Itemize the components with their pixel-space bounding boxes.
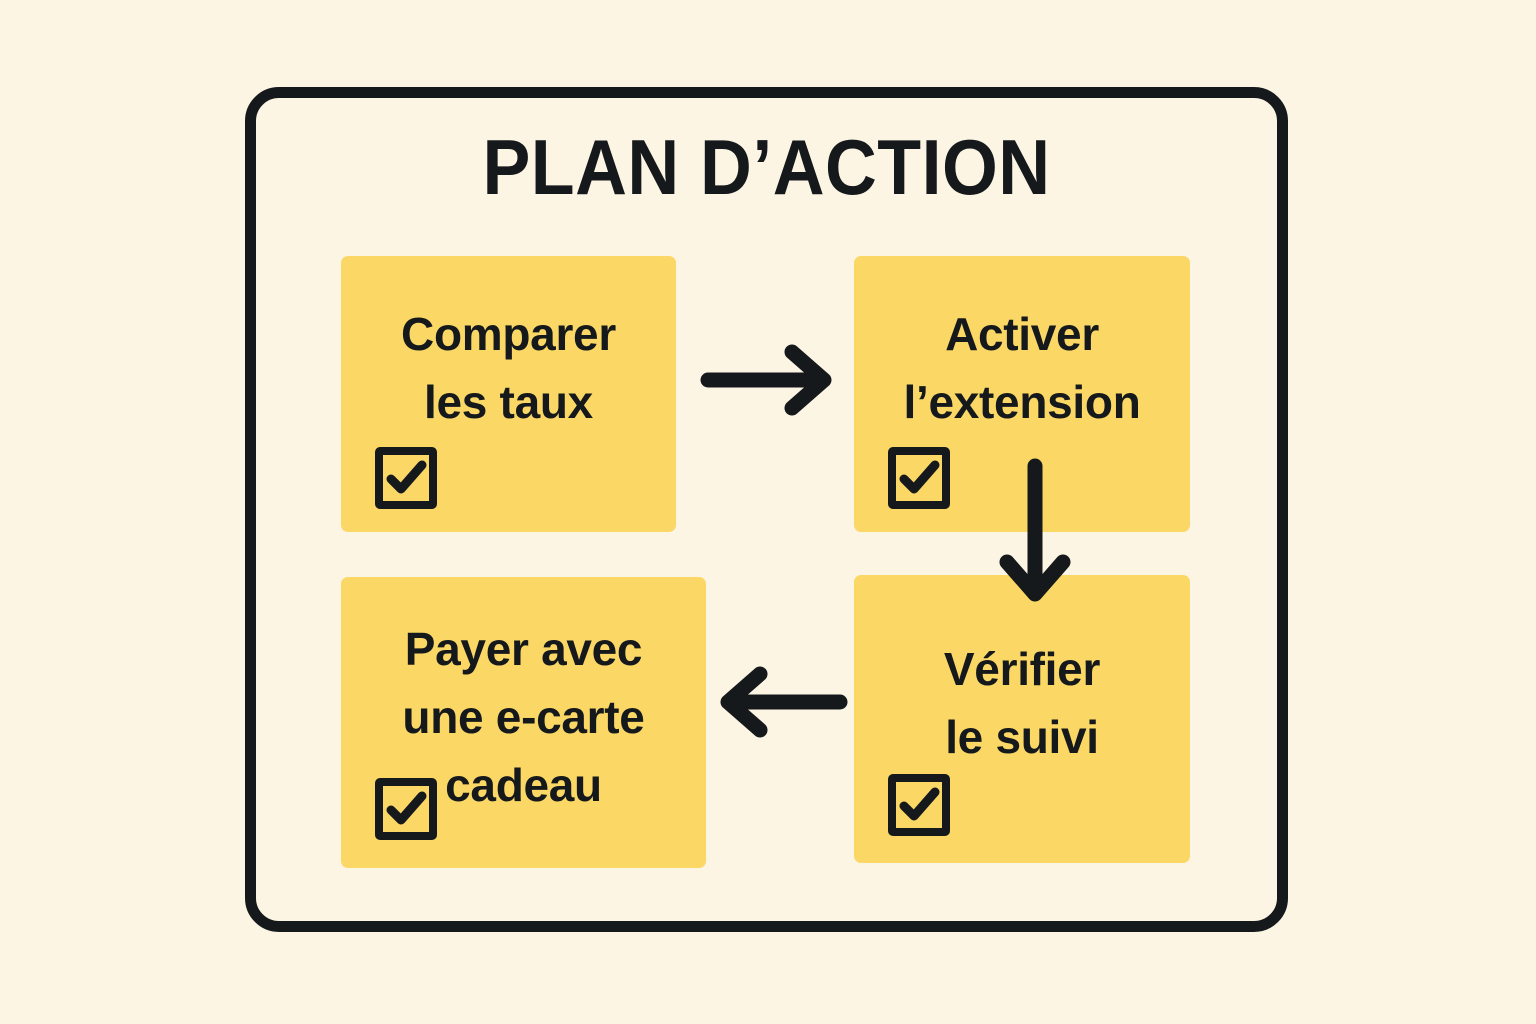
step-card-3[interactable]: Vérifier le suivi <box>854 575 1190 863</box>
page-title: PLAN D’ACTION <box>482 123 1051 211</box>
checkbox-checked-icon-4[interactable] <box>375 778 437 840</box>
step-card-2-line2: l’extension <box>903 376 1141 428</box>
step-card-4[interactable]: Payer avec une e-carte cadeau <box>341 577 706 868</box>
step-card-4-line3: cadeau <box>445 759 602 811</box>
arrow-down-icon <box>995 458 1075 608</box>
step-card-4-line2: une e-carte <box>402 691 645 743</box>
step-card-1-line1: Comparer <box>401 308 616 360</box>
checkbox-checked-icon-2[interactable] <box>888 447 950 509</box>
step-card-2[interactable]: Activer l’extension <box>854 256 1190 532</box>
step-card-1-line2: les taux <box>424 376 593 428</box>
checkbox-checked-icon-3[interactable] <box>888 774 950 836</box>
step-card-2-line1: Activer <box>945 308 1099 360</box>
step-card-4-label: Payer avec une e-carte cadeau <box>341 615 706 819</box>
step-card-2-label: Activer l’extension <box>854 300 1190 436</box>
arrow-right-icon <box>700 340 840 420</box>
step-card-3-line2: le suivi <box>945 711 1099 763</box>
step-card-3-line1: Vérifier <box>943 643 1101 695</box>
checkbox-checked-icon-1[interactable] <box>375 447 437 509</box>
arrow-left-icon <box>718 662 848 742</box>
step-card-1-label: Comparer les taux <box>341 300 676 436</box>
step-card-3-label: Vérifier le suivi <box>854 635 1190 771</box>
step-card-4-line1: Payer avec <box>404 623 643 675</box>
step-card-1[interactable]: Comparer les taux <box>341 256 676 532</box>
